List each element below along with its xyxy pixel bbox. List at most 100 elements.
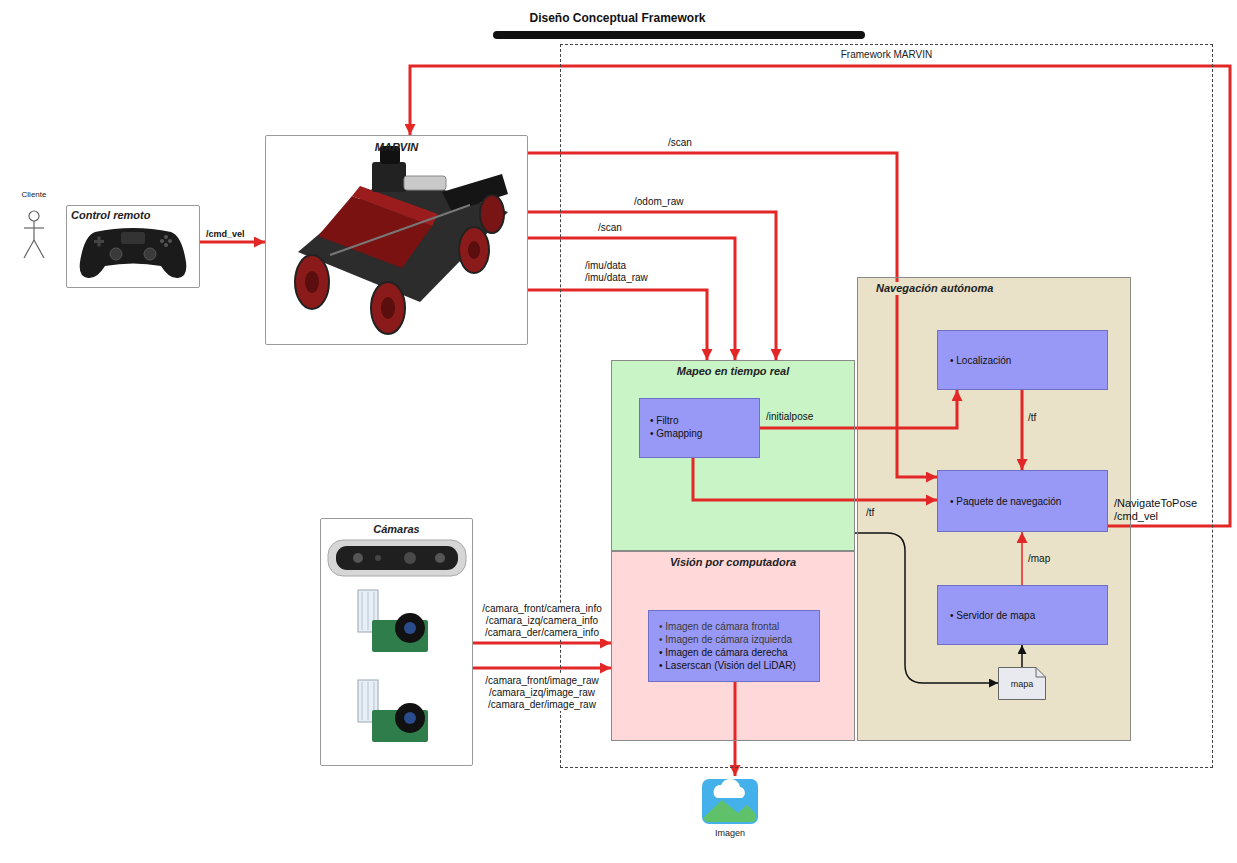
connector-arrow: [528, 212, 776, 360]
image-icon-picture: [702, 779, 758, 824]
document-outline: [999, 668, 1046, 700]
node-text: Mapeo en tiempo real: [612, 361, 854, 378]
robot-car-picture: [295, 146, 508, 334]
cameras-box: Cámaras: [320, 518, 473, 766]
document-fold: [1036, 668, 1046, 678]
signal-label: /tf: [1028, 412, 1036, 424]
connector-arrow: [473, 642, 611, 645]
connector-arrow: [473, 667, 611, 670]
node-text: Control remoto: [67, 206, 199, 222]
depth-camera-picture: [435, 553, 445, 563]
connectors: [200, 66, 1230, 776]
node-text: • Imagen de cámara izquierda: [649, 633, 819, 646]
connector-arrow: [1021, 390, 1024, 470]
depth-camera-picture: [404, 552, 416, 564]
robot-car-picture: [480, 195, 504, 233]
gamepad-picture: [168, 239, 172, 243]
signal-label: /camara_front/camera_info /camara_izq/ca…: [477, 603, 607, 639]
camera-module-picture: [362, 682, 363, 720]
depth-camera-picture: [353, 553, 363, 563]
node-text: • Imagen de cámara frontal: [649, 611, 819, 633]
camera-module-picture: [358, 590, 428, 652]
depth-camera-picture: [328, 540, 466, 576]
actor-figure: [33, 221, 34, 240]
node-text: mapa: [998, 667, 1046, 691]
actor-figure: [24, 227, 44, 228]
actor-figure: [24, 211, 44, 258]
node-text: • Laserscan (Visión del LiDAR): [649, 659, 819, 672]
robot-car-picture: [404, 176, 446, 190]
gamepad-picture: [121, 232, 145, 244]
robot-car-picture: [371, 282, 405, 334]
gamepad-picture: [80, 228, 187, 278]
region-fill: [611, 360, 855, 551]
camera-module-picture: [404, 712, 416, 724]
signal-label: /scan: [598, 222, 622, 234]
depth-camera-picture: [336, 546, 458, 570]
signal-label: /map: [1028, 553, 1050, 565]
signal-label: /camara_front/image_raw /camara_izq/imag…: [477, 675, 607, 711]
signal-label: /NavigateToPose /cmd_vel: [1114, 497, 1197, 523]
node-text: • Gmapping: [640, 427, 759, 440]
connector-arrow: [1021, 645, 1023, 667]
actor-figure: [29, 211, 39, 221]
depth-camera-picture: [375, 555, 381, 561]
diagram-title: Diseño Conceptual Framework: [460, 12, 775, 25]
gamepad-picture: [164, 243, 168, 247]
node-text: • Filtro: [640, 399, 759, 427]
gamepad-picture: [110, 248, 122, 260]
connector-arrow: [1021, 532, 1023, 585]
node-text: MARVIN: [266, 136, 527, 154]
robot-car-picture: [330, 205, 470, 255]
vision-region: Visión por computadora • Imagen de cámara…: [611, 551, 855, 741]
connector-arrow: [200, 241, 265, 244]
image-icon-picture: [702, 779, 758, 824]
signal-label: /cmd_vel: [206, 228, 245, 240]
robot-box: MARVIN: [265, 135, 528, 345]
image-icon-picture: [714, 779, 745, 798]
node-text: • Imagen de cámara derecha: [649, 646, 819, 659]
gamepad-picture: [164, 235, 168, 239]
node-text: Framework MARVIN: [561, 45, 1212, 61]
node-text: Navegación autónoma: [874, 282, 995, 295]
image-output: Imagen: [690, 776, 770, 842]
camera-module-picture: [395, 703, 425, 733]
gamepad-picture: [98, 237, 101, 247]
camera-module-picture: [368, 592, 369, 630]
gamepad-picture: [160, 239, 164, 243]
connector-arrow: [528, 290, 707, 360]
process-box: • Imagen de cámara frontal• Imagen de cá…: [648, 610, 820, 682]
gamepad-picture: [80, 228, 187, 278]
camera-module-picture: [395, 613, 425, 643]
signal-label: /initialpose: [766, 411, 813, 423]
camera-module-picture: [404, 622, 416, 634]
robot-car-picture: [459, 227, 489, 273]
camera-module-picture: [368, 682, 369, 720]
signal-label: /tf: [866, 507, 874, 519]
image-icon-picture: [704, 800, 756, 822]
node-text: Imagen: [690, 776, 770, 840]
document-shape: mapa: [998, 667, 1046, 700]
node-text: Visión por computadora: [612, 552, 854, 569]
mapping-region: Mapeo en tiempo real • Filtro• Gmapping: [611, 360, 855, 551]
process-box: • Localización: [937, 330, 1108, 390]
process-box: • Filtro• Gmapping: [639, 398, 760, 458]
connector-arrow: [693, 458, 937, 500]
gamepad-picture: [144, 248, 156, 260]
connector-arrow: [734, 682, 737, 776]
title-bar: [493, 31, 865, 39]
node-text: • Servidor de mapa: [938, 586, 1107, 622]
actor-figure: [24, 240, 34, 258]
robot-car-picture: [372, 162, 406, 192]
signal-label: /imu/data /imu/data_raw: [585, 260, 648, 284]
robot-car-picture: [468, 241, 480, 259]
region-fill: [611, 551, 855, 741]
framework-boundary: Framework MARVIN Mapeo en tiempo real • Fi…: [560, 44, 1213, 768]
actor-label: Cliente: [18, 190, 50, 200]
actor-figure: [34, 240, 44, 258]
depth-camera-picture: [328, 540, 466, 576]
navigation-region: Navegación autónoma• Localización• Paque…: [857, 277, 1131, 741]
robot-car-picture: [295, 255, 329, 309]
